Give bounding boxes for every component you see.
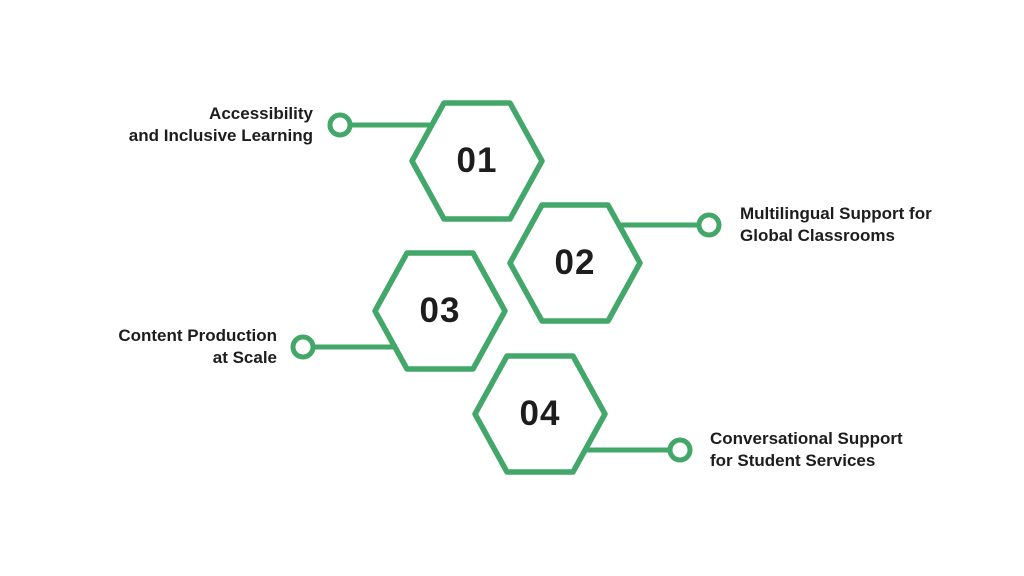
step-04-label: Conversational Support for Student Servi… (710, 429, 903, 470)
step-03-label: Content Production at Scale (118, 326, 277, 367)
step-01-number: 01 (456, 141, 498, 180)
step-02-shape-group (507, 202, 722, 324)
step-04-number: 04 (519, 394, 561, 433)
step-04-shape-group (472, 353, 693, 475)
hexagon-04 (472, 353, 608, 475)
hexagon-01 (409, 100, 545, 222)
step-02-number: 02 (554, 243, 596, 282)
step-02-label: Multilingual Support for Global Classroo… (740, 204, 932, 245)
hexagon-03 (372, 250, 508, 372)
step-01-shape-group (327, 100, 545, 222)
connector-ring-03 (290, 334, 316, 360)
step-03-number: 03 (419, 291, 461, 330)
step-01-label: Accessibility and Inclusive Learning (128, 104, 313, 145)
hexagon-02 (507, 202, 643, 324)
connector-ring-01 (327, 112, 353, 138)
connector-ring-04 (667, 437, 693, 463)
step-03-shape-group (290, 250, 508, 372)
connector-ring-02 (696, 212, 722, 238)
